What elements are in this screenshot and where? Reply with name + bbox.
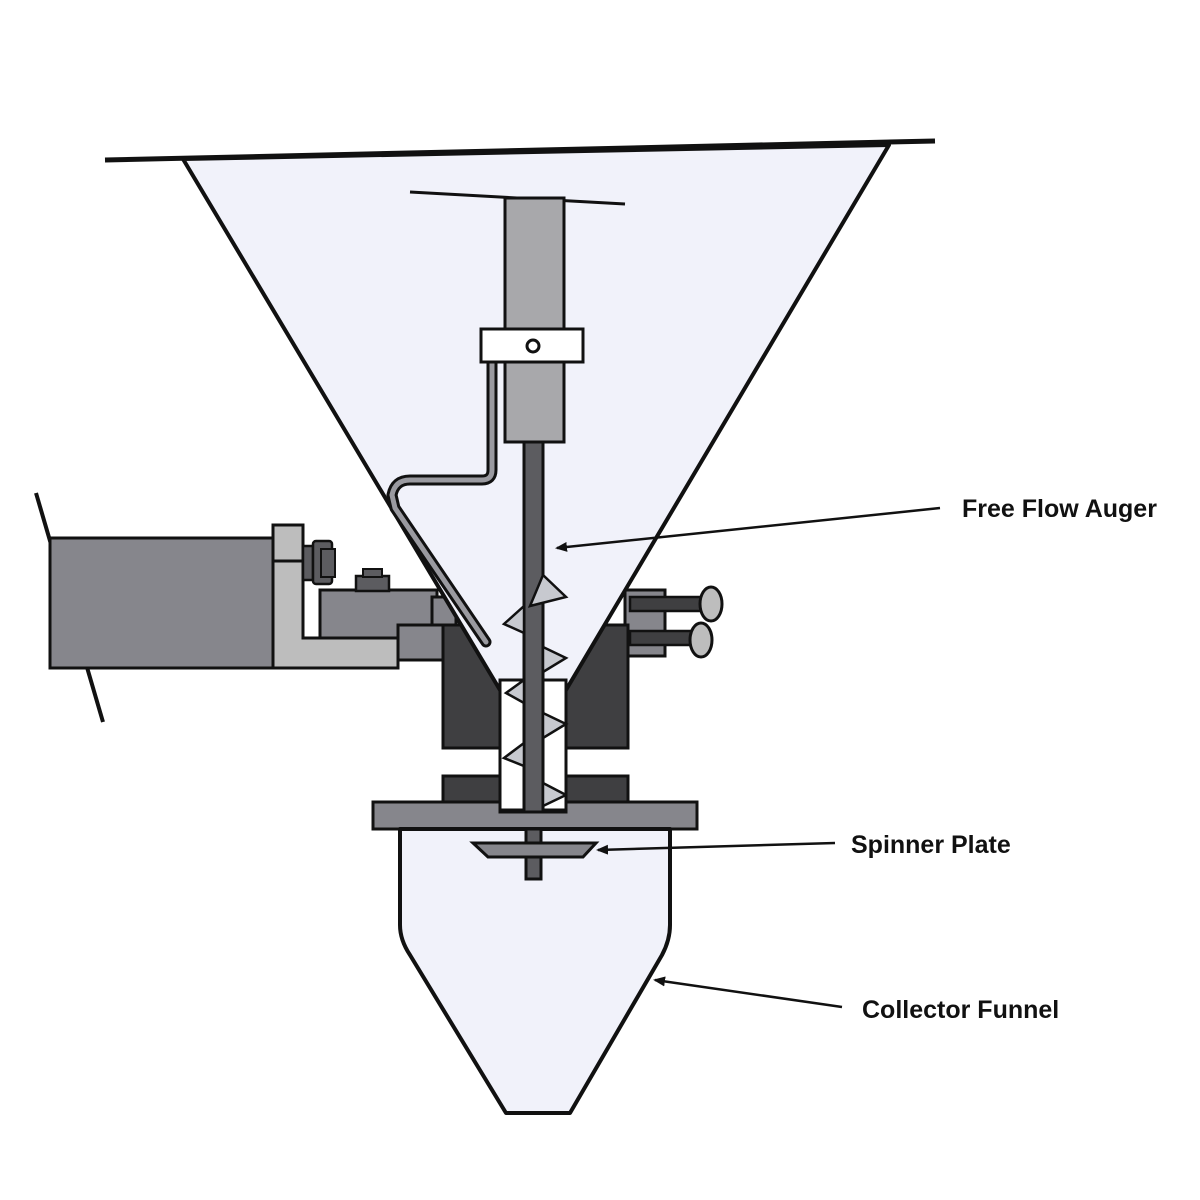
bolt-head-upper [698,585,724,623]
collector-funnel-leader [653,976,843,1009]
collar-set-screw [525,338,541,354]
collector-funnel-label: Collector Funnel [862,996,1059,1024]
right-bolts [623,585,724,659]
spinner-plate-leader [596,841,836,855]
collector-funnel [398,827,672,1115]
free-flow-auger-leader [555,506,941,552]
lower-block-right [564,774,630,804]
spinner-plate-label: Spinner Plate [851,831,1011,859]
bracket-bolt [301,539,336,586]
lower-block-left [441,774,502,804]
drive-shaft-sleeve [503,196,566,444]
clamp-connector [396,623,445,662]
bolt-head-lower [688,621,714,659]
bracket-arm [48,536,278,670]
clamp-nut [354,568,391,593]
agitator-rod-fill [389,357,495,645]
l-bracket-cap [271,523,305,563]
spinner-plate [469,841,600,859]
free-flow-auger-label: Free Flow Auger [962,495,1157,523]
